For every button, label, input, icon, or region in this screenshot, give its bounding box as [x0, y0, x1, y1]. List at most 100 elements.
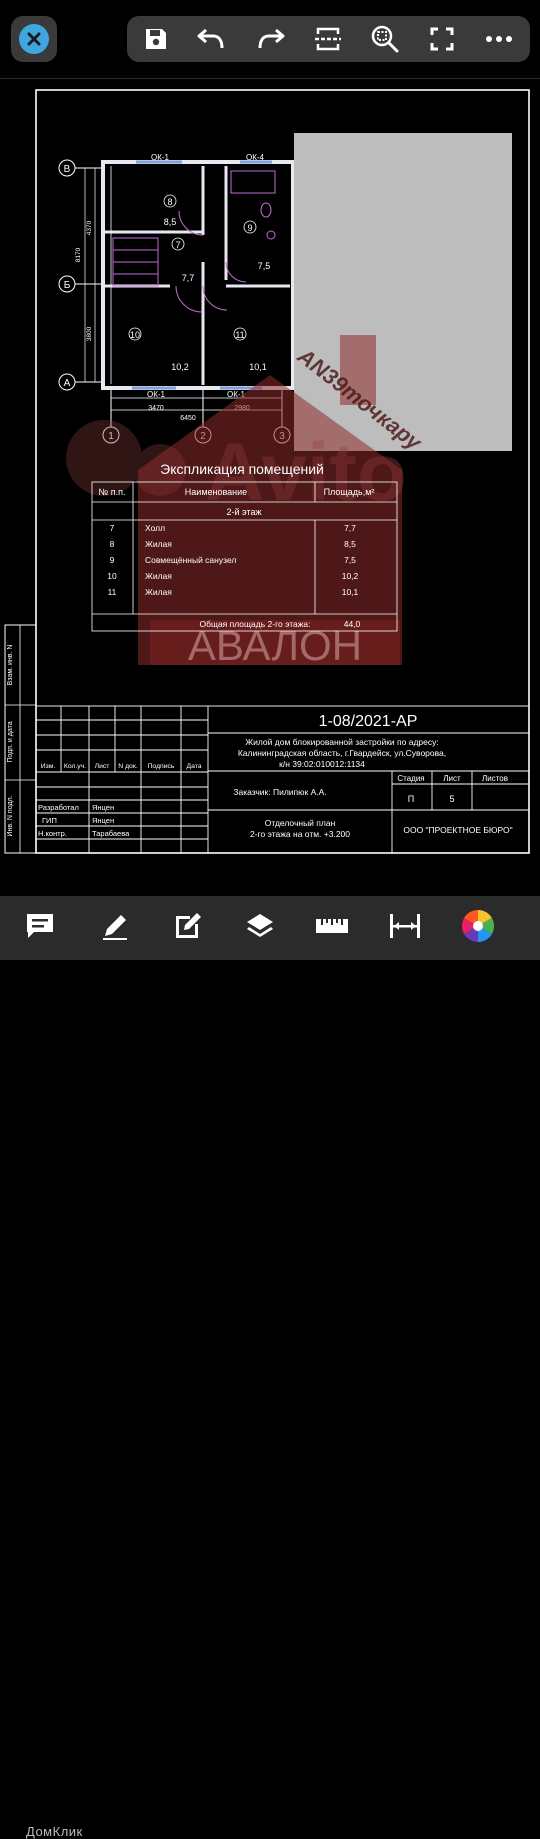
project-cadastre: к/н 39:02:010012:1134	[279, 759, 365, 769]
window-label-3: ОК-1	[147, 390, 166, 399]
customer: Заказчик: Пилипюк А.А.	[233, 787, 326, 797]
stage-header: Стадия	[397, 774, 424, 783]
color-picker-button[interactable]	[460, 908, 496, 944]
name-gip: Янцен	[92, 816, 114, 825]
dimension-lines	[84, 168, 282, 411]
crop-button[interactable]	[312, 23, 344, 55]
row-number: 7	[110, 523, 115, 533]
row-number: 10	[107, 571, 117, 581]
col-header-doc: N док.	[118, 763, 138, 770]
row-name: Холл	[145, 523, 165, 533]
comment-button[interactable]	[22, 908, 58, 944]
pen-button[interactable]	[97, 908, 133, 944]
role-gip: ГИП	[42, 816, 57, 825]
room-11-area: 10,1	[249, 362, 267, 372]
project-address: Калининградская область, г.Гвардейск, ул…	[238, 748, 446, 758]
floor-plan	[101, 160, 295, 390]
dim-left-top: 4370	[86, 220, 93, 235]
stage-value: П	[408, 794, 414, 804]
room-10-area: 10,2	[171, 362, 189, 372]
total-area-label: Общая площадь 2-го этажа:	[199, 619, 310, 629]
col-header-list: Лист	[95, 763, 110, 770]
row-area: 8,5	[344, 539, 356, 549]
layers-icon	[247, 914, 273, 937]
fullscreen-icon	[430, 27, 454, 51]
sheet-value: 5	[449, 794, 454, 804]
dim-bottom-total: 6450	[180, 415, 196, 422]
company-name: ООО "ПРОЕКТНОЕ БЮРО"	[403, 825, 512, 835]
redo-button[interactable]	[255, 23, 287, 55]
dim-left-total: 8170	[75, 247, 82, 262]
room-8-number: 8	[167, 197, 172, 207]
zoom-icon	[371, 25, 399, 53]
crop-icon	[315, 27, 341, 51]
redo-icon	[258, 28, 285, 49]
toolbar-pill	[127, 16, 530, 62]
table-row: 7 Холл 7,7	[110, 523, 357, 533]
row-number: 8	[110, 539, 115, 549]
pen-icon	[103, 915, 127, 940]
room-11-number: 11	[235, 330, 244, 340]
col-header-sign: Подпись	[148, 763, 175, 770]
row-area: 7,7	[344, 523, 356, 533]
sheet-title-line-1: Отделочный план	[265, 818, 336, 828]
more-button[interactable]	[483, 23, 515, 55]
drawing-canvas[interactable]: Взам. инв. N Подп. и дата Инв. N подл. В…	[0, 79, 540, 869]
name-norm-control: Тарабаева	[92, 829, 130, 838]
ruler-icon	[316, 919, 348, 933]
window-label-2: ОК-4	[246, 153, 265, 162]
room-markers	[128, 194, 257, 341]
top-toolbar	[0, 0, 540, 78]
measure-distance-icon	[390, 914, 420, 938]
row-name: Жилая	[145, 571, 172, 581]
axis-row-a: А	[64, 378, 71, 389]
undo-button[interactable]	[195, 23, 227, 55]
fullscreen-button[interactable]	[426, 23, 458, 55]
table-header-number: № п.п.	[99, 487, 126, 497]
measure-distance-button[interactable]	[387, 908, 423, 944]
row-name: Жилая	[145, 539, 172, 549]
domclick-watermark: ДомКлик	[26, 1824, 83, 1839]
comment-icon	[27, 914, 53, 938]
layers-button[interactable]	[242, 908, 278, 944]
redacted-area	[294, 133, 512, 451]
col-header-date: Дата	[186, 763, 201, 770]
total-area-value: 44,0	[344, 619, 361, 629]
save-icon	[146, 29, 166, 49]
room-10-number: 10	[130, 330, 140, 340]
table-row: 10 Жилая 10,2	[107, 571, 358, 581]
axis-row-b: Б	[64, 280, 71, 291]
side-label-3: Инв. N подл.	[7, 795, 14, 836]
toolbar-divider	[0, 78, 540, 79]
room-9-number: 9	[247, 223, 252, 233]
zoom-button[interactable]	[369, 23, 401, 55]
row-area: 10,1	[342, 587, 359, 597]
window-label-4: ОК-1	[227, 390, 246, 399]
col-header-kol: Кол.уч.	[64, 763, 86, 770]
sheets-header: Листов	[482, 774, 508, 783]
table-row: 9 Совмещённый санузел 7,5	[110, 555, 357, 565]
table-header-area: Площадь,м²	[324, 487, 375, 497]
room-9-area: 7,5	[258, 261, 271, 271]
ruler-button[interactable]	[314, 908, 350, 944]
row-name: Жилая	[145, 587, 172, 597]
row-number: 11	[108, 587, 117, 597]
project-description: Жилой дом блокированной застройки по адр…	[245, 737, 438, 747]
edit-note-button[interactable]	[170, 908, 206, 944]
axis-col-1: 1	[108, 431, 114, 442]
close-button[interactable]	[11, 16, 57, 62]
save-button[interactable]	[140, 23, 172, 55]
name-developer: Янцен	[92, 803, 114, 812]
table-row: 11 Жилая 10,1	[108, 587, 359, 597]
more-icon	[486, 36, 512, 42]
sheet-header: Лист	[443, 774, 461, 783]
table-floor-label: 2-й этаж	[227, 507, 262, 517]
table-row: 8 Жилая 8,5	[110, 539, 357, 549]
row-number: 9	[110, 555, 115, 565]
dim-left-bottom: 3800	[86, 326, 93, 341]
row-area: 10,2	[342, 571, 359, 581]
side-label-1: Взам. инв. N	[7, 645, 14, 686]
avalon-text: АВАЛОН	[188, 622, 362, 669]
row-name: Совмещённый санузел	[145, 555, 236, 565]
window-label-1: ОК-1	[151, 153, 170, 162]
